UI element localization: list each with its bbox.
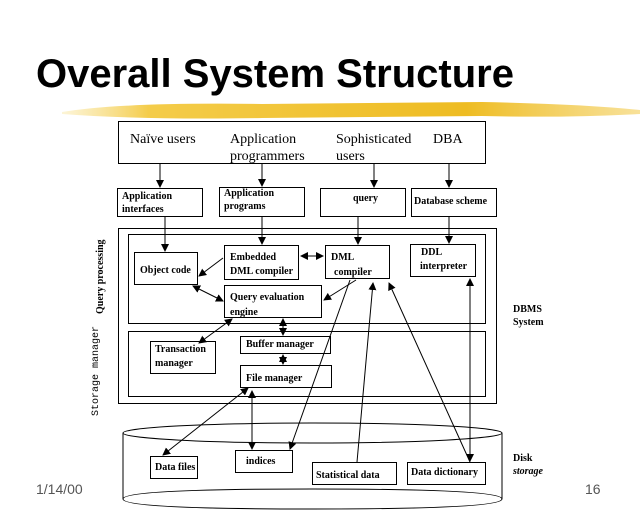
file-manager-box [240, 365, 332, 388]
disk-cylinder [122, 422, 503, 510]
file-manager-text: File manager [246, 373, 303, 384]
db-scheme-box [411, 188, 497, 217]
app-programs-text-1: Application [224, 188, 275, 199]
disk-label-1: Disk [513, 453, 533, 464]
query-processing-label: Query processing [95, 239, 106, 314]
app-programmers-label-2: programmers [230, 149, 305, 164]
disk-label-2: storage [513, 466, 543, 477]
embedded-text-1: Embedded [230, 252, 277, 263]
embedded-text-2: DML compiler [230, 266, 294, 277]
slide-title: Overall System Structure [36, 52, 514, 96]
query-box [320, 188, 406, 217]
statistical-data-box [312, 462, 397, 485]
app-interfaces-text-2: interfaces [122, 204, 164, 215]
sophisticated-users-label-1: Sophisticated [336, 132, 412, 147]
data-dictionary-box [407, 462, 486, 485]
dml-text-2: compiler [334, 267, 372, 278]
statistical-data-text: Statistical data [316, 470, 380, 481]
query-eval-box [224, 285, 322, 318]
data-files-text: Data files [155, 462, 196, 473]
object-code-text: Object code [140, 265, 191, 276]
app-programs-text-2: programs [224, 201, 266, 212]
app-interfaces-box [117, 188, 203, 217]
dbms-label-1: DBMS [513, 304, 542, 315]
slide-page-number: 16 [585, 481, 601, 497]
query-eval-text-2: engine [230, 307, 258, 318]
dml-compiler-box [325, 245, 390, 279]
indices-text: indices [246, 456, 276, 467]
naive-users-label: Naïve users [130, 132, 196, 147]
data-files-box [150, 456, 198, 479]
dbms-outer-box [118, 228, 497, 404]
dbms-label-2: System [513, 317, 544, 328]
app-interfaces-text-1: Application [122, 191, 173, 202]
yellow-brush-stroke [62, 102, 640, 119]
ddl-interpreter-box [410, 244, 476, 277]
slide-date: 1/14/00 [36, 481, 83, 497]
query-text: query [353, 193, 378, 204]
embedded-dml-box [224, 245, 299, 280]
app-programmers-label-1: Application [230, 132, 297, 147]
object-code-box [134, 252, 198, 285]
storage-manager-box [128, 331, 486, 397]
storage-manager-label: Storage manager [91, 325, 102, 416]
indices-box [235, 450, 293, 473]
dba-label: DBA [433, 132, 463, 147]
transaction-box [150, 341, 216, 374]
query-processing-box [128, 234, 486, 324]
db-scheme-text: Database scheme [414, 196, 488, 207]
transaction-text-2: manager [155, 358, 193, 369]
users-box [118, 121, 486, 164]
transaction-text-1: Transaction [155, 344, 206, 355]
ddl-text-2: interpreter [420, 261, 468, 272]
dml-text-1: DML [331, 252, 355, 263]
sophisticated-users-label-2: users [336, 149, 365, 164]
data-dictionary-text: Data dictionary [411, 467, 478, 478]
buffer-manager-text: Buffer manager [246, 339, 314, 350]
buffer-manager-box [240, 336, 331, 354]
app-programs-box [219, 187, 305, 217]
ddl-text-1: DDL [421, 247, 443, 258]
query-eval-text-1: Query evaluation [230, 292, 305, 303]
